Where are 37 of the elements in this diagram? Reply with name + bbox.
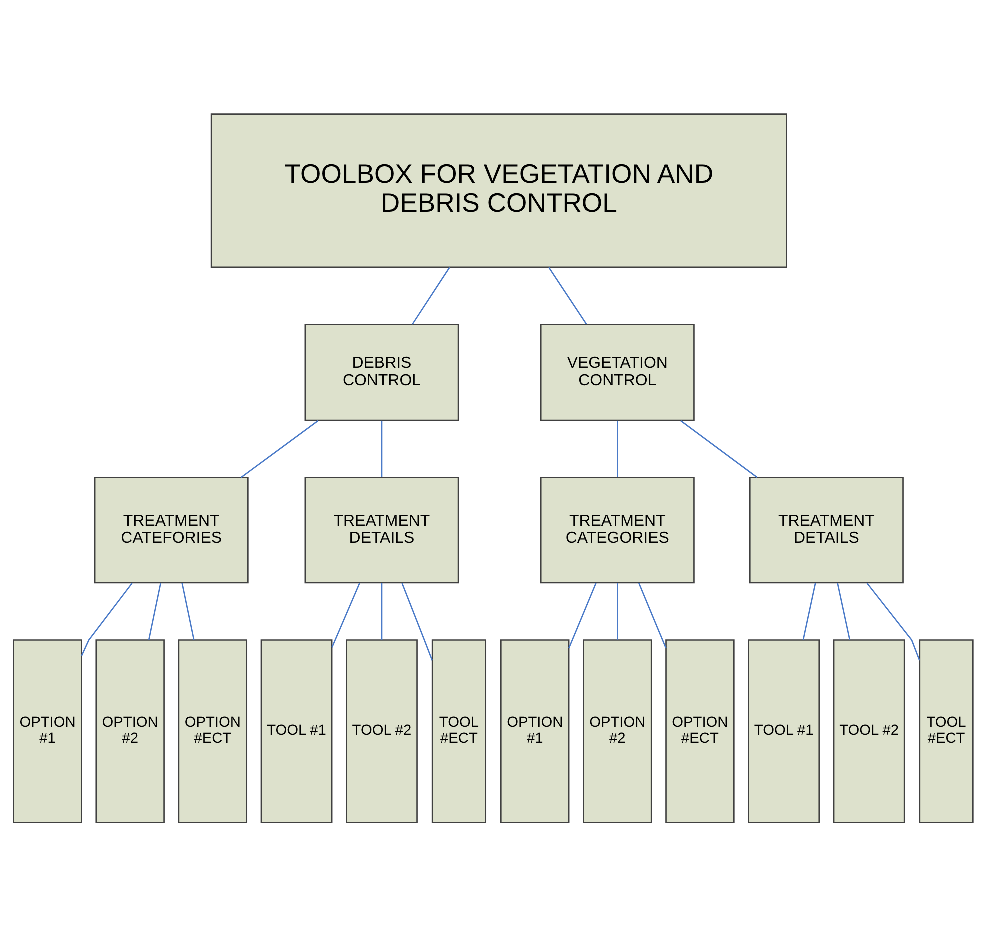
node-box: TOOL #ECT: [919, 639, 974, 823]
node-box: TREATMENT CATEFORIES: [94, 476, 249, 584]
connector: [837, 582, 851, 640]
connector: [402, 582, 434, 660]
connector: [617, 420, 618, 477]
node-box: OPTION #1: [13, 639, 82, 823]
connector: [680, 420, 758, 478]
connector: [182, 582, 195, 640]
connector: [866, 582, 920, 660]
connector: [148, 582, 162, 640]
connector: [332, 582, 360, 648]
connector: [802, 582, 816, 640]
node-box: OPTION #ECT: [666, 639, 735, 823]
connector: [81, 582, 133, 656]
node-box: TOOL #1: [748, 639, 820, 823]
connector: [568, 582, 597, 648]
node-box: TOOL #2: [346, 639, 418, 823]
node-box: TREATMENT DETAILS: [304, 476, 460, 584]
node-box: DEBRIS CONTROL: [304, 324, 460, 421]
connector: [412, 266, 450, 324]
node-box: TREATMENT CATEGORIES: [540, 476, 695, 584]
connector: [548, 266, 588, 324]
connector: [381, 420, 383, 477]
node-box: VEGETATION CONTROL: [540, 324, 695, 421]
connector: [381, 582, 383, 640]
node-box: TOOL #1: [260, 639, 333, 823]
node-box: OPTION #ECT: [178, 639, 248, 823]
connector: [638, 582, 667, 648]
connector: [617, 582, 618, 640]
connector: [240, 420, 319, 478]
node-box: OPTION #2: [96, 639, 165, 823]
node-box: TOOLBOX FOR VEGETATION AND DEBRIS CONTROL: [210, 113, 788, 268]
node-box: TREATMENT DETAILS: [749, 476, 904, 584]
node-box: TOOL #2: [833, 639, 906, 823]
node-box: OPTION #1: [500, 639, 570, 823]
node-box: OPTION #2: [583, 639, 652, 823]
node-box: TOOL #ECT: [432, 639, 487, 823]
